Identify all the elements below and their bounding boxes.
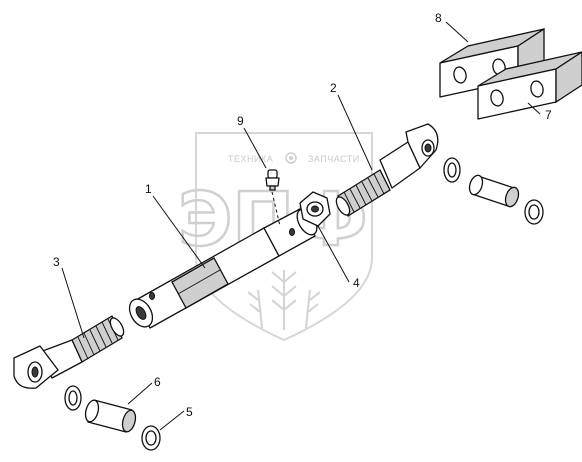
grease-nipple-part-9 bbox=[265, 169, 281, 227]
upper-ring-washer bbox=[443, 157, 461, 183]
callout-6: 6 bbox=[154, 375, 161, 389]
callouts: 1 2 3 4 5 6 7 8 9 bbox=[53, 11, 552, 419]
callout-4: 4 bbox=[353, 276, 360, 290]
leader-2 bbox=[337, 94, 373, 171]
leader-3 bbox=[61, 267, 85, 339]
lower-clevis-part-3 bbox=[13, 315, 125, 389]
callout-7: 7 bbox=[545, 108, 552, 122]
upper-pin bbox=[468, 174, 520, 208]
upper-circlip bbox=[524, 199, 544, 225]
plate-part-7 bbox=[477, 51, 582, 120]
callout-1: 1 bbox=[145, 182, 152, 196]
watermark-right-word: ЗАПЧАСТИ bbox=[308, 154, 360, 164]
lower-pin-part-6 bbox=[84, 399, 137, 433]
watermark-gear-icon bbox=[285, 152, 297, 164]
leader-4 bbox=[317, 225, 350, 283]
lower-circlip-part-5 bbox=[141, 425, 161, 451]
leader-9 bbox=[243, 127, 267, 169]
upper-clevis-part-2 bbox=[335, 123, 439, 217]
callout-9: 9 bbox=[237, 114, 244, 128]
watermark-left-word: ТЕХНИКА bbox=[228, 154, 273, 164]
leader-5 bbox=[159, 410, 185, 431]
leader-1 bbox=[152, 195, 206, 269]
callout-3: 3 bbox=[53, 255, 60, 269]
leader-8 bbox=[445, 21, 469, 43]
hex-nut-part-4 bbox=[299, 191, 331, 227]
leader-lines bbox=[61, 21, 541, 431]
lower-ring-washer bbox=[64, 385, 82, 411]
leader-7 bbox=[527, 102, 541, 115]
callout-5: 5 bbox=[186, 405, 193, 419]
leader-6 bbox=[127, 382, 153, 405]
callout-2: 2 bbox=[330, 81, 337, 95]
watermark-wheat-icon bbox=[247, 270, 321, 330]
callout-8: 8 bbox=[435, 11, 442, 25]
main-tube-part-1 bbox=[128, 208, 318, 329]
